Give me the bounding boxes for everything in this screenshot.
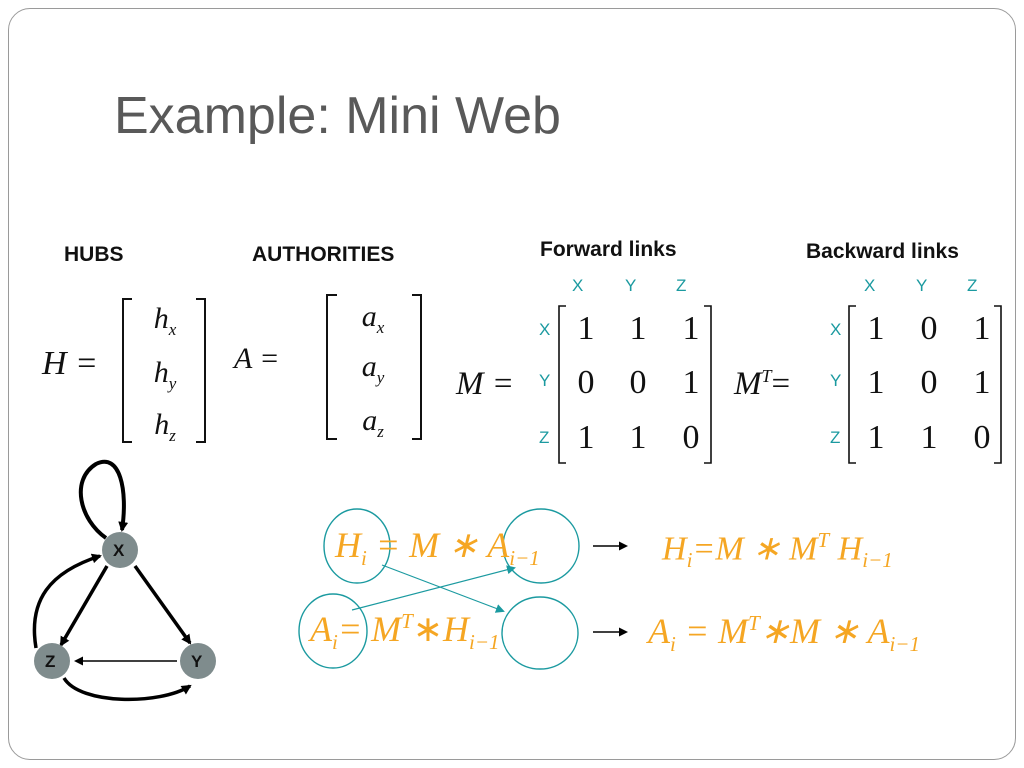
circle-ai [298, 593, 368, 669]
m-right-bracket [704, 305, 712, 464]
link-graph [32, 459, 192, 702]
auth-entry-y: ay [361, 350, 385, 387]
hub-result-equation: Hi=M ∗ MT Hi−1 [662, 528, 893, 573]
circle-hi [323, 508, 391, 584]
mt-col-x: X [864, 276, 876, 295]
hub-left-bracket [122, 298, 132, 443]
m-cell: 1 [577, 419, 595, 456]
mt-cell: 1 [867, 364, 885, 401]
slide-frame [8, 8, 1016, 760]
m-cell: 1 [629, 310, 647, 347]
svg-text:Z: Z [45, 652, 55, 671]
m-cell: 0 [629, 364, 647, 401]
mt-left-bracket [848, 305, 856, 464]
m-cell: 1 [682, 364, 700, 401]
m-cell: 1 [577, 310, 595, 347]
m-cell: 0 [682, 419, 700, 456]
edge-z-y [62, 676, 192, 702]
mt-row-y: Y [830, 371, 842, 390]
mt-cell: 0 [920, 310, 938, 347]
hubs-label: HUBS [64, 243, 124, 266]
mt-cell: 1 [920, 419, 938, 456]
hub-update-equation: Hi = M ∗ Ai−1 [335, 525, 540, 571]
cross-arrow-ai [351, 565, 516, 611]
backward-links-label: Backward links [806, 240, 959, 263]
mt-col-y: Y [916, 276, 928, 295]
m-col-z: Z [676, 276, 687, 295]
authorities-label: AUTHORITIES [252, 243, 395, 266]
mt-cell: 1 [973, 310, 991, 347]
edge-x-y [133, 564, 192, 645]
circle-ai-1 [502, 508, 580, 584]
hub-vector-lhs: H = [42, 345, 98, 382]
m-col-x: X [572, 276, 584, 295]
mt-row-z: Z [830, 428, 841, 447]
mt-cell: 1 [867, 419, 885, 456]
node-x [102, 532, 138, 568]
mt-cell: 0 [920, 364, 938, 401]
m-row-x: X [539, 320, 551, 339]
auth-update-equation: Ai= MT∗Hi−1 [310, 609, 500, 655]
edge-z-x [32, 553, 102, 649]
svg-text:Y: Y [191, 652, 203, 671]
m-left-bracket [558, 305, 566, 464]
svg-text:X: X [113, 541, 125, 560]
auth-result-equation: Ai = MT∗M ∗ Ai−1 [648, 611, 920, 657]
slide-title: Example: Mini Web [114, 87, 561, 145]
m-col-y: Y [625, 276, 637, 295]
circle-hi-1 [501, 596, 579, 670]
m-cell: 1 [682, 310, 700, 347]
forward-links-label: Forward links [540, 238, 677, 261]
m-row-z: Z [539, 428, 550, 447]
mt-col-z: Z [967, 276, 978, 295]
hub-entry-x: hx [153, 302, 177, 339]
mt-lhs: MT= [734, 366, 791, 402]
m-lhs: M = [456, 366, 515, 402]
m-row-y: Y [539, 371, 551, 390]
auth-left-bracket [326, 294, 337, 440]
hub-entry-y: hy [153, 356, 177, 393]
node-z [34, 643, 70, 679]
cross-arrow-hi [381, 564, 505, 613]
auth-entry-x: ax [361, 300, 385, 337]
mt-cell: 0 [973, 419, 991, 456]
edge-x-self [78, 459, 129, 540]
auth-entry-z: az [362, 404, 384, 441]
edge-x-z [59, 565, 109, 647]
m-cell: 1 [629, 419, 647, 456]
node-y [180, 643, 216, 679]
mt-cell: 1 [973, 364, 991, 401]
auth-vector-lhs: A = [234, 342, 280, 375]
hub-right-bracket [196, 298, 206, 443]
hub-entry-z: hz [154, 408, 176, 445]
mt-row-x: X [830, 320, 842, 339]
m-cell: 0 [577, 364, 595, 401]
mt-right-bracket [994, 305, 1002, 464]
auth-right-bracket [412, 294, 422, 440]
mt-cell: 1 [867, 310, 885, 347]
